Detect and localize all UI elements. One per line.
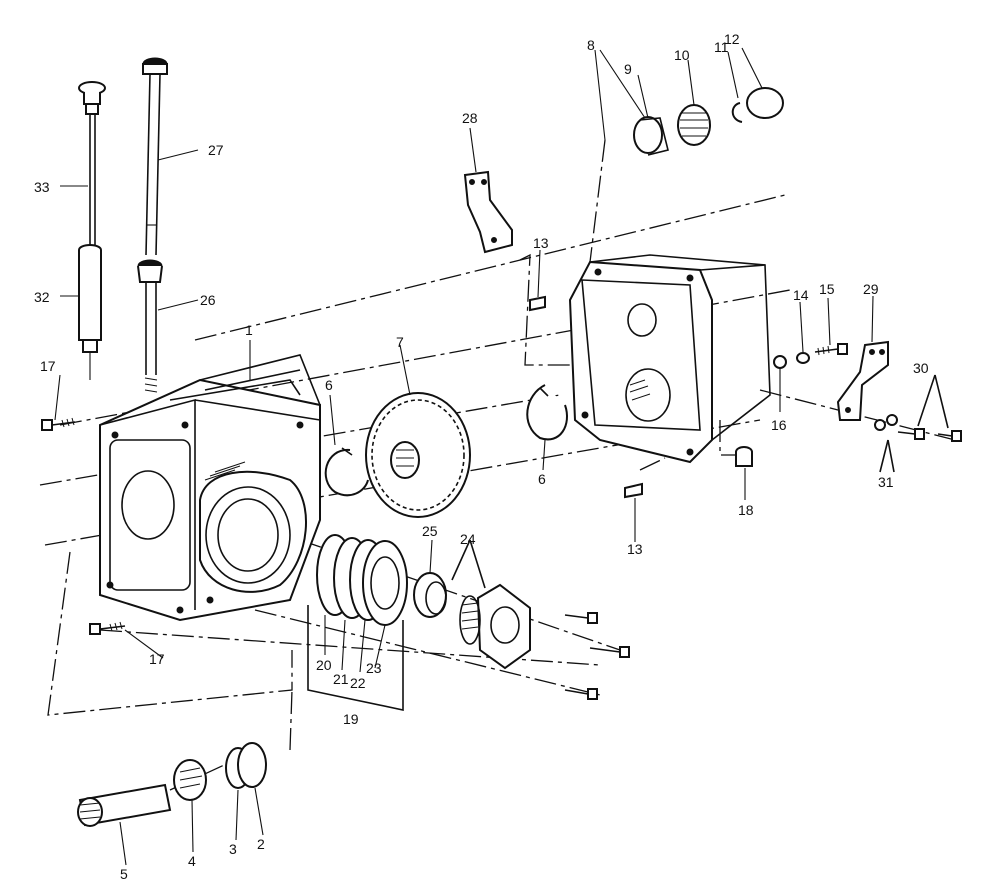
callout-18: 18 [738, 502, 754, 518]
snap-ring-part-6-right [526, 384, 568, 441]
callout-25: 25 [422, 523, 438, 539]
bolt-part-30-b [937, 430, 962, 442]
callout-24: 24 [460, 531, 476, 547]
group-bracket-24 [451, 539, 486, 589]
shims-parts-20-23 [316, 534, 408, 626]
callout-31: 31 [878, 474, 894, 490]
retainer-part-24 [459, 583, 531, 670]
bolt-part-15 [814, 343, 848, 356]
rear-housing-part-8 [568, 254, 771, 464]
bolt-part-17-top [41, 417, 76, 431]
washer-part-14 [796, 352, 810, 364]
bearing-cone-part-10 [677, 104, 711, 146]
spacer-part-2 [237, 742, 267, 788]
callout-labels: 1 2 3 4 5 6 6 7 8 9 10 11 12 13 13 14 15… [34, 31, 929, 882]
bearing-cup-part-9 [633, 116, 669, 156]
callout-11: 11 [714, 39, 729, 55]
callout-20: 20 [316, 657, 332, 673]
callout-14: 14 [793, 287, 809, 303]
callout-23: 23 [366, 660, 382, 676]
callout-27: 27 [208, 142, 224, 158]
callout-6-right: 6 [538, 471, 546, 487]
shaft-part-26 [137, 259, 163, 393]
pinion-shaft-part-5 [77, 783, 172, 827]
snap-ring-part-6-left [324, 447, 369, 497]
callout-19: 19 [343, 711, 359, 727]
callout-4: 4 [188, 853, 196, 869]
bracket-part-29 [836, 340, 889, 421]
front-housing-part-1 [99, 354, 321, 622]
rod-part-27 [142, 57, 168, 256]
callout-1: 1 [245, 322, 253, 338]
washers-part-31 [874, 414, 898, 431]
bearing-part-25 [413, 572, 447, 618]
callout-28: 28 [462, 110, 478, 126]
callout-5: 5 [120, 866, 128, 882]
callout-17-bottom: 17 [149, 651, 165, 667]
callout-13-bottom: 13 [627, 541, 643, 557]
callout-16: 16 [771, 417, 787, 433]
callout-15: 15 [819, 281, 835, 297]
callout-30: 30 [913, 360, 929, 376]
callout-12: 12 [724, 31, 740, 47]
bearing-cone-part-4 [173, 759, 207, 801]
washer-part-16 [773, 355, 787, 369]
callout-17-top: 17 [40, 358, 56, 374]
callout-7: 7 [396, 334, 404, 350]
callout-26: 26 [200, 292, 216, 308]
retainer-bolts [564, 612, 630, 700]
pin-part-13-bottom [624, 482, 643, 499]
leader-lines [54, 47, 874, 866]
callout-3: 3 [229, 841, 237, 857]
bolt-part-30-a [897, 428, 925, 440]
callout-8: 8 [587, 37, 595, 53]
callout-2: 2 [257, 836, 265, 852]
pin-part-13-top [529, 295, 546, 312]
callout-10: 10 [674, 47, 690, 63]
plug-part-18 [735, 446, 753, 467]
cap-part-12 [746, 87, 784, 119]
clip-part-11 [731, 102, 743, 123]
group-bracket-19 [307, 605, 404, 711]
group-bracket-30-31 [879, 374, 949, 473]
callout-9: 9 [624, 61, 632, 77]
callout-32: 32 [34, 289, 50, 305]
bolt-part-17-bottom [89, 621, 126, 635]
tube-part-32 [78, 244, 102, 380]
dipstick-part-33 [78, 81, 106, 245]
callout-29: 29 [863, 281, 879, 297]
callout-22: 22 [350, 675, 366, 691]
gear-part-7 [365, 392, 471, 518]
callout-33: 33 [34, 179, 50, 195]
callout-6-left: 6 [325, 377, 333, 393]
bracket-part-28 [463, 170, 513, 254]
callout-13-top: 13 [533, 235, 549, 251]
callout-21: 21 [333, 671, 349, 687]
